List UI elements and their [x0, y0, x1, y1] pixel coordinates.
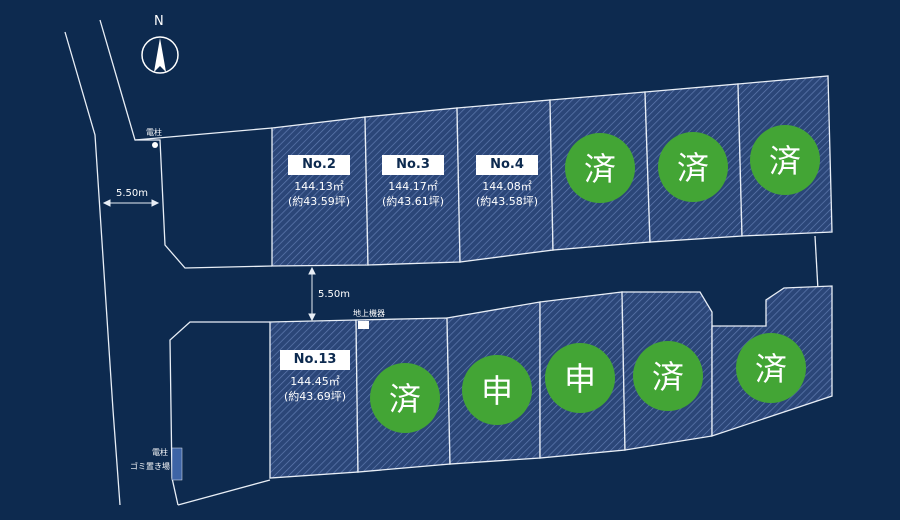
east-road-connector [814, 235, 819, 291]
status-badge-bottom-2 [462, 355, 532, 425]
lot-tsubo: (約43.58坪) [475, 195, 539, 208]
upper-block [271, 75, 833, 267]
road-width-center: 5.50m [318, 289, 351, 300]
north-arrow-icon [141, 36, 179, 74]
status-badge-text-bottom-4: 済 [652, 358, 684, 396]
ground-equipment-icon [358, 321, 369, 329]
lot-label-no4: No.4 144.08㎡ (約43.58坪) [462, 153, 552, 209]
status-badge-top-3 [750, 125, 820, 195]
lot-tsubo: (約43.61坪) [381, 195, 445, 208]
status-badge-bottom-5 [736, 333, 806, 403]
lot-tsubo: (約43.59坪) [287, 195, 351, 208]
road-upper-edge [134, 127, 273, 141]
lot-area: 144.17㎡ [388, 180, 438, 193]
status-badge-bottom-3 [545, 343, 615, 413]
lot-label-no13: No.13 144.45㎡ (約43.69坪) [270, 348, 360, 404]
arrow-head-right [151, 199, 160, 207]
status-badge-text-bottom-2: 申 [481, 372, 513, 410]
lot-tsubo: (約43.69坪) [283, 390, 347, 403]
dimension-marks [102, 199, 316, 322]
lot-number: No.3 [382, 155, 444, 175]
lot-number: No.2 [288, 155, 350, 175]
garbage-area-icon [171, 447, 183, 481]
arrow-head-left [102, 199, 111, 207]
utility-pole-icon-top [152, 142, 158, 148]
road-lines [64, 19, 819, 506]
lower-block-left-edge [169, 321, 270, 506]
lot-label-no2: No.2 144.13㎡ (約43.59坪) [274, 153, 364, 209]
status-badge-text-bottom-5: 済 [755, 350, 787, 388]
status-badge-text-top-2: 済 [677, 149, 709, 187]
status-badge-bottom-4 [633, 341, 703, 411]
status-badge-top-2 [658, 132, 728, 202]
utility-pole-label-bottom: 電柱 [152, 448, 168, 457]
status-badge-text-top-1: 済 [584, 150, 616, 188]
status-badge-text-bottom-3: 申 [564, 360, 596, 398]
lot-number: No.4 [476, 155, 538, 175]
status-badge-top-1 [565, 133, 635, 203]
utility-pole-label-top: 電柱 [146, 128, 162, 137]
garbage-area-label: ゴミ置き場 [130, 462, 170, 471]
road-lower-edge [177, 479, 271, 506]
north-label: N [154, 14, 164, 29]
lot-label-no3: No.3 144.17㎡ (約43.61坪) [368, 153, 458, 209]
status-badge-bottom-1 [370, 363, 440, 433]
status-badges: 済済済済申申済済 [370, 125, 820, 433]
road-left-inner-edge [99, 19, 273, 269]
status-badge-text-top-3: 済 [769, 142, 801, 180]
lot-area: 144.45㎡ [290, 375, 340, 388]
road-width-left: 5.50m [116, 188, 149, 199]
ground-equipment-label: 地上機器 [353, 309, 385, 318]
arrow-head-down [308, 313, 316, 322]
road-left-outer-edge [64, 31, 121, 506]
status-badge-text-bottom-1: 済 [389, 380, 421, 418]
lot-area: 144.08㎡ [482, 180, 532, 193]
lot-number: No.13 [279, 350, 351, 370]
lot-area: 144.13㎡ [294, 180, 344, 193]
arrow-head-up [308, 266, 316, 275]
